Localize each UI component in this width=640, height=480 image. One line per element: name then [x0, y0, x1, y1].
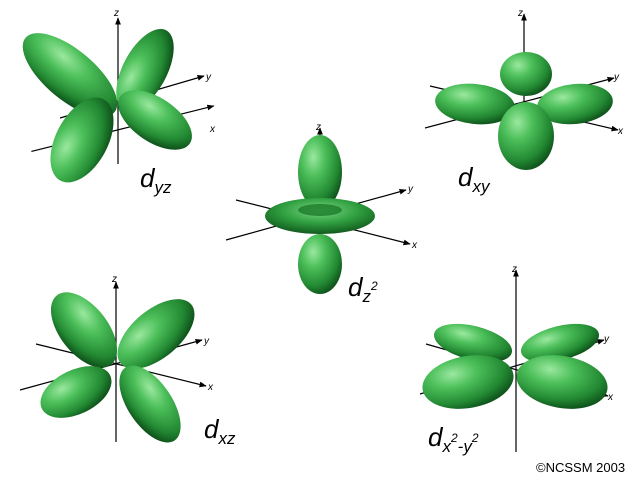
y-axis-label: y [613, 72, 620, 83]
lobe-back-left [433, 323, 513, 363]
orbital-label-dxz: dxz [204, 414, 236, 448]
lobe-front [498, 102, 554, 170]
lobe-left [435, 83, 515, 125]
x-axis-label: x [207, 382, 214, 393]
x-axis-label: x [209, 124, 216, 135]
orbital-label-dz2: dz2 [348, 272, 378, 306]
lobe-lower-left [40, 366, 112, 418]
lobe-right [537, 83, 613, 125]
lobe-upper-left [22, 33, 118, 117]
lobe-front-left [422, 355, 514, 409]
torus-hole [298, 204, 342, 216]
orbital-dx2y2: z y x dx2-y2 [419, 264, 614, 456]
z-axis-label: z [511, 264, 517, 275]
lobe-lower-left [50, 97, 114, 183]
lobe-upper-right [116, 28, 174, 112]
orbital-dxz: z y x dxz [19, 274, 236, 448]
lobe-back [500, 52, 552, 96]
copyright-credit: ©NCSSM 2003 [536, 460, 625, 475]
z-axis-label: z [111, 274, 117, 285]
orbital-dyz: z y x dyz [22, 8, 216, 197]
y-axis-label: y [203, 336, 210, 347]
lobe-bottom [298, 234, 342, 294]
y-axis-label: y [205, 72, 212, 83]
z-axis-label: z [315, 122, 321, 133]
lobe-upper-left [50, 292, 118, 368]
lobe-lower-right [119, 365, 181, 443]
x-axis [35, 343, 207, 388]
y-axis-label: y [407, 184, 414, 195]
orbital-label-dx2y2: dx2-y2 [428, 422, 479, 456]
z-axis-label: z [517, 8, 523, 19]
lobe-back-right [520, 323, 600, 363]
x-axis-label: x [607, 392, 614, 403]
lobe-top [298, 135, 342, 209]
y-axis-label: y [603, 334, 610, 345]
x-axis-label: x [411, 240, 418, 251]
lobe-upper-right [117, 299, 195, 369]
orbital-dz2: z y x dz2 [225, 122, 418, 306]
z-axis-label: z [113, 8, 119, 19]
orbital-dxy: z y x dxy [424, 8, 624, 196]
orbital-label-dxy: dxy [458, 162, 491, 196]
lobe-lower-right [118, 90, 192, 150]
orbital-label-dyz: dyz [140, 163, 172, 197]
lobe-front-right [516, 355, 608, 409]
x-axis-label: x [617, 126, 624, 137]
